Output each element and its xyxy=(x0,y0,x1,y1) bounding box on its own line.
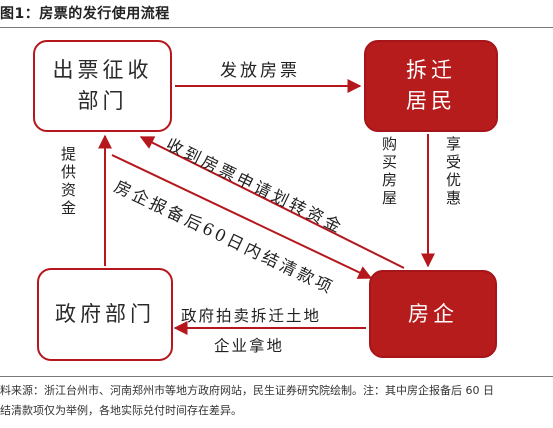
label-provide-funds: 提供资金 xyxy=(59,146,77,218)
node-ticket-issuer-line1: 出票征收 xyxy=(52,58,153,82)
node-ticket-issuer: 出票征收 部门 xyxy=(33,40,172,132)
arrow-developer-settle-to-issuer xyxy=(111,154,373,279)
source-note: 料来源：浙江台州市、河南郑州市等地方政府网站，民生证券研究院绘制。注：其中房企报… xyxy=(0,381,553,421)
note-divider xyxy=(0,376,553,377)
label-buy-housing: 购买房屋 xyxy=(380,136,398,208)
arrow-developer-collect-to-issuer xyxy=(139,136,405,269)
node-relocated-resident-line1: 拆迁 xyxy=(406,58,456,82)
label-issue-tickets: 发放房票 xyxy=(220,61,300,81)
label-govt-auction-land: 政府拍卖拆迁土地 xyxy=(181,307,322,325)
node-developer-label: 房企 xyxy=(408,301,458,326)
source-note-line2: 结清款项仅为举例，各地实际兑付时间存在差异。 xyxy=(0,404,242,417)
node-developer: 房企 xyxy=(369,270,497,358)
node-relocated-resident: 拆迁 居民 xyxy=(364,40,498,132)
source-note-line1: 料来源：浙江台州市、河南郑州市等地方政府网站，民生证券研究院绘制。注：其中房企报… xyxy=(0,384,494,397)
title-divider xyxy=(0,27,553,28)
node-ticket-issuer-line2: 部门 xyxy=(77,89,128,113)
label-developer-acquire-land: 企业拿地 xyxy=(214,337,285,355)
figure-title: 图1：房票的发行使用流程 xyxy=(0,6,170,22)
label-enjoy-discount: 享受优惠 xyxy=(444,136,462,208)
node-relocated-resident-line2: 居民 xyxy=(406,89,456,113)
node-government-dept-label: 政府部门 xyxy=(55,302,155,326)
node-government-dept: 政府部门 xyxy=(37,268,173,361)
